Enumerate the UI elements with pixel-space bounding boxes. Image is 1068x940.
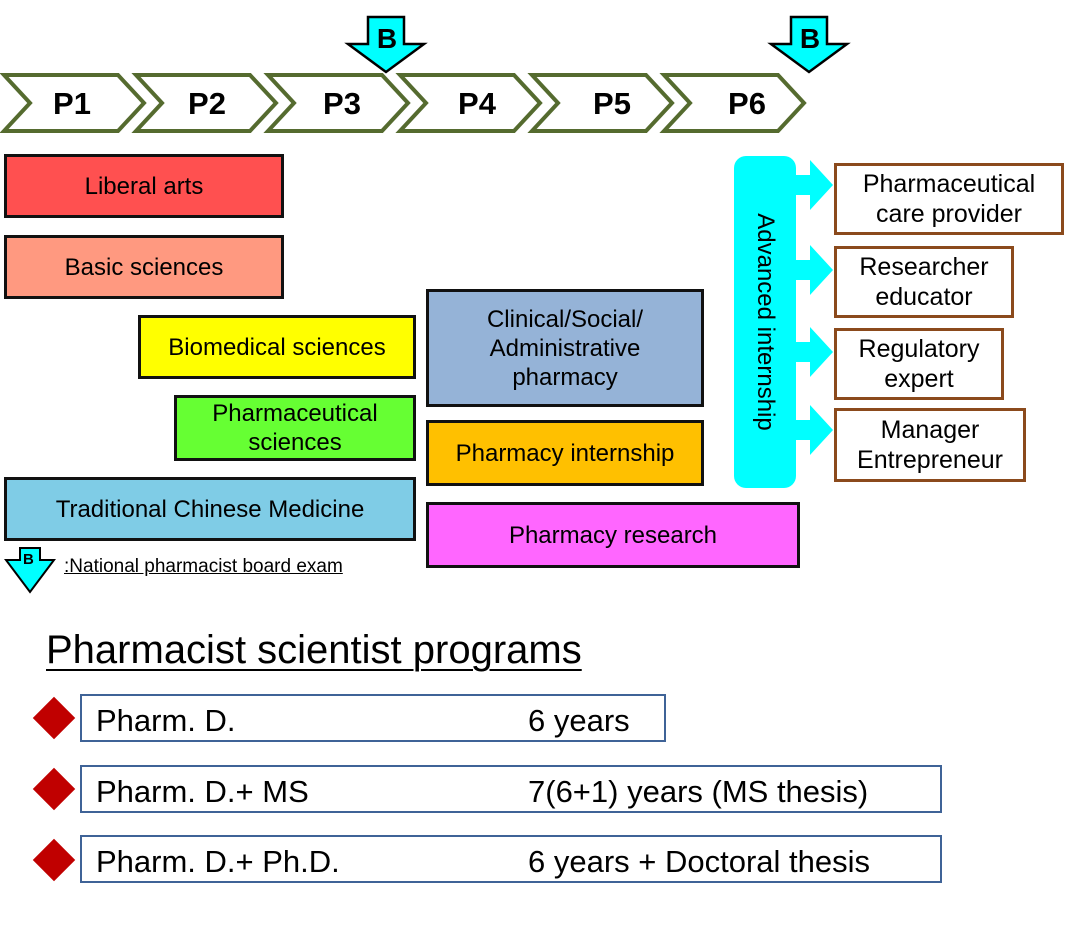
course-label: Pharmaceutical sciences — [212, 400, 378, 456]
program-duration: 6 years + Doctoral thesis — [528, 844, 871, 879]
program-duration: 6 years — [528, 703, 630, 738]
course-traditional-chinese-medicine: Traditional Chinese Medicine — [4, 477, 416, 541]
outcome-researcher-educator: Researcher educator — [834, 246, 1014, 318]
course-clinical-social-administrative: Clinical/Social/ Administrative pharmacy — [426, 289, 704, 407]
phase-p6: P6 — [728, 86, 766, 121]
program-row: Pharm. D. 6 years — [80, 694, 666, 742]
course-label: Pharmacy internship — [455, 439, 675, 467]
outcome-pharmaceutical-care-provider: Pharmaceutical care provider — [834, 163, 1064, 235]
arrow-to-regulatory — [795, 327, 833, 377]
outcome-regulatory-expert: Regulatory expert — [834, 328, 1004, 400]
exam-marker-2-letter: B — [799, 23, 821, 54]
phase-p5: P5 — [593, 86, 631, 121]
course-pharmaceutical-sciences: Pharmaceutical sciences — [174, 395, 416, 461]
bullet-diamond-icon — [32, 696, 76, 740]
phase-chevron-p1 — [0, 73, 147, 133]
phase-p3: P3 — [323, 86, 361, 121]
outcome-manager-entrepreneur: Manager Entrepreneur — [834, 408, 1026, 482]
program-name: Pharm. D.+ Ph.D. — [96, 844, 340, 879]
arrow-to-researcher — [795, 245, 833, 295]
exam-marker-arrow-icon-2 — [767, 15, 851, 74]
program-name: Pharm. D.+ MS — [96, 774, 309, 809]
legend-text: :National pharmacist board exam — [64, 556, 343, 577]
outcome-arrows — [795, 160, 833, 455]
legend-exam-letter: B — [23, 551, 34, 568]
program-row: Pharm. D.+ Ph.D. 6 years + Doctoral thes… — [80, 835, 942, 883]
phase-chevron-p6 — [659, 73, 807, 133]
phase-p1: P1 — [53, 86, 91, 121]
course-liberal-arts: Liberal arts — [4, 154, 284, 218]
phase-chevron-p4 — [395, 73, 543, 133]
program-duration: 7(6+1) years (MS thesis) — [528, 774, 869, 809]
bullet-diamond-icon — [32, 838, 76, 882]
course-pharmacy-research: Pharmacy research — [426, 502, 800, 568]
outcome-label: Manager Entrepreneur — [857, 416, 1003, 474]
course-label: Clinical/Social/ Administrative pharmacy — [486, 305, 644, 391]
outcome-label: Researcher educator — [859, 253, 989, 311]
course-biomedical-sciences: Biomedical sciences — [138, 315, 416, 379]
course-label: Basic sciences — [64, 253, 224, 281]
phase-chevron-p2 — [131, 73, 279, 133]
course-label: Liberal arts — [84, 172, 204, 200]
course-pharmacy-internship: Pharmacy internship — [426, 420, 704, 486]
phase-chevron-p5 — [527, 73, 675, 133]
course-label: Pharmacy research — [508, 521, 718, 549]
advanced-internship-bar: Advanced internship — [734, 156, 796, 488]
phase-p2: P2 — [188, 86, 226, 121]
exam-marker-arrow-icon-1 — [344, 15, 428, 74]
program-row: Pharm. D.+ MS 7(6+1) years (MS thesis) — [80, 765, 942, 813]
program-name: Pharm. D. — [96, 703, 236, 738]
course-label: Biomedical sciences — [168, 333, 386, 361]
legend-exam-icon — [4, 547, 56, 594]
bullet-diamond-icon — [32, 767, 76, 811]
phase-p4: P4 — [458, 86, 496, 121]
exam-marker-1-letter: B — [376, 23, 398, 54]
arrow-to-care-provider — [795, 160, 833, 210]
outcome-label: Pharmaceutical care provider — [862, 170, 1036, 228]
course-label: Traditional Chinese Medicine — [55, 495, 365, 523]
arrow-to-manager — [795, 405, 833, 455]
course-basic-sciences: Basic sciences — [4, 235, 284, 299]
phase-chevron-p3 — [263, 73, 411, 133]
phase-timeline — [0, 15, 851, 133]
outcome-label: Regulatory expert — [858, 335, 980, 393]
programs-title: Pharmacist scientist programs — [46, 628, 582, 672]
